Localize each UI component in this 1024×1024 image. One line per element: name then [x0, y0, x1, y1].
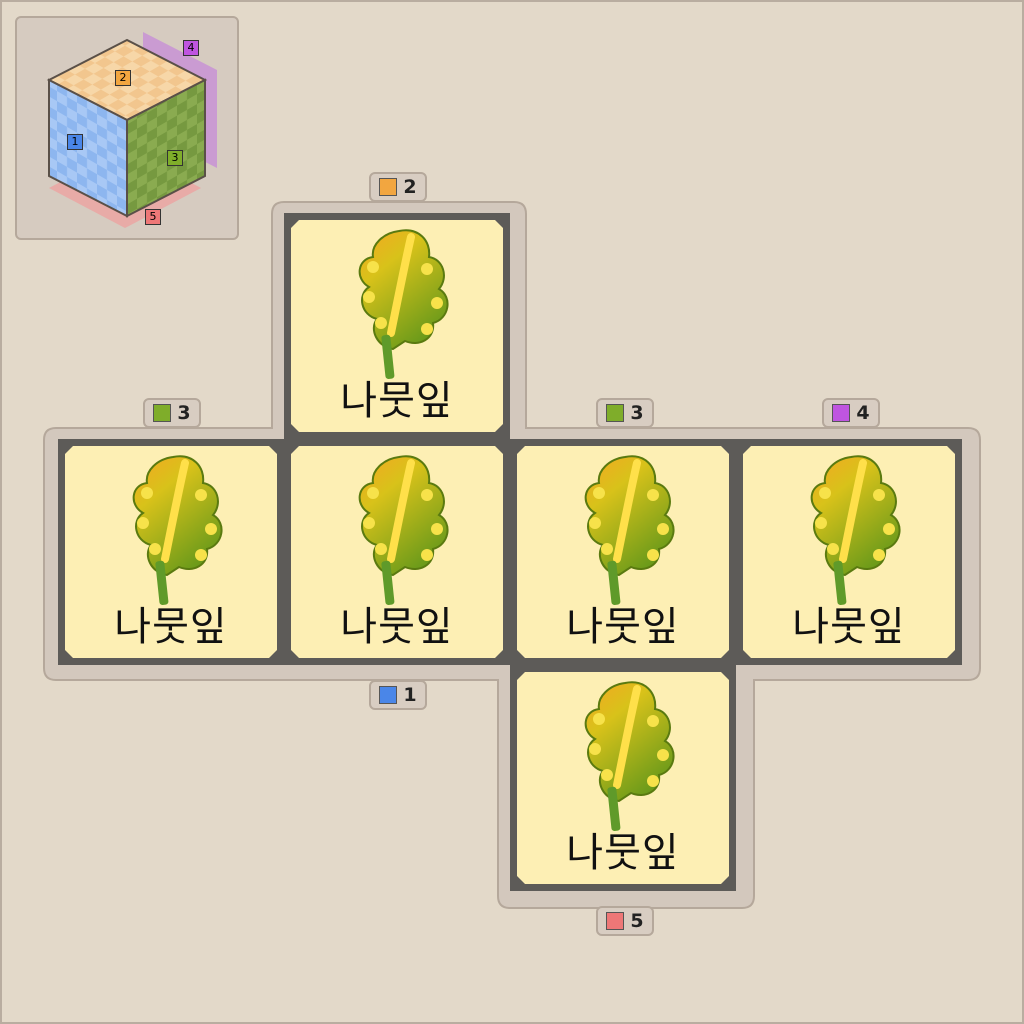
face-tab-1: 1 — [369, 680, 427, 710]
leaf-icon — [339, 223, 459, 383]
preview-label-5: 5 — [145, 209, 161, 225]
tab-number: 2 — [403, 176, 417, 198]
preview-label-2: 2 — [115, 70, 131, 86]
tab-number: 4 — [856, 402, 870, 424]
face-front[interactable]: 나뭇잎 — [284, 439, 510, 665]
face-label: 나뭇잎 — [114, 604, 228, 650]
color-swatch — [606, 912, 625, 930]
leaf-icon — [113, 449, 233, 609]
preview-label-3: 3 — [167, 150, 183, 166]
face-label: 나뭇잎 — [340, 378, 454, 424]
tab-number: 1 — [403, 684, 417, 706]
tab-number: 3 — [177, 402, 191, 424]
face-label: 나뭇잎 — [792, 604, 906, 650]
face-right[interactable]: 나뭇잎 — [510, 439, 736, 665]
tab-number: 5 — [630, 910, 644, 932]
face-label: 나뭇잎 — [340, 604, 454, 650]
preview-label-4: 4 — [183, 40, 199, 56]
cube-preview-icon — [46, 32, 217, 228]
face-bottom[interactable]: 나뭇잎 — [510, 665, 736, 891]
face-tab-3-left: 3 — [143, 398, 201, 428]
color-swatch — [379, 178, 398, 196]
face-tab-5: 5 — [596, 906, 654, 936]
face-tab-4: 4 — [822, 398, 880, 428]
leaf-icon — [565, 449, 685, 609]
leaf-icon — [565, 675, 685, 835]
color-swatch — [832, 404, 851, 422]
face-label: 나뭇잎 — [566, 604, 680, 650]
face-top[interactable]: 나뭇잎 — [284, 213, 510, 439]
face-tab-3-right: 3 — [596, 398, 654, 428]
preview-label-1: 1 — [67, 134, 83, 150]
leaf-icon — [339, 449, 459, 609]
face-tab-2: 2 — [369, 172, 427, 202]
face-back[interactable]: 나뭇잎 — [736, 439, 962, 665]
color-swatch — [379, 686, 398, 704]
face-left[interactable]: 나뭇잎 — [58, 439, 284, 665]
tab-number: 3 — [630, 402, 644, 424]
face-label: 나뭇잎 — [566, 830, 680, 876]
color-swatch — [606, 404, 625, 422]
leaf-icon — [791, 449, 911, 609]
cube-preview-panel: 1 2 3 4 5 — [15, 16, 239, 240]
color-swatch — [153, 404, 172, 422]
